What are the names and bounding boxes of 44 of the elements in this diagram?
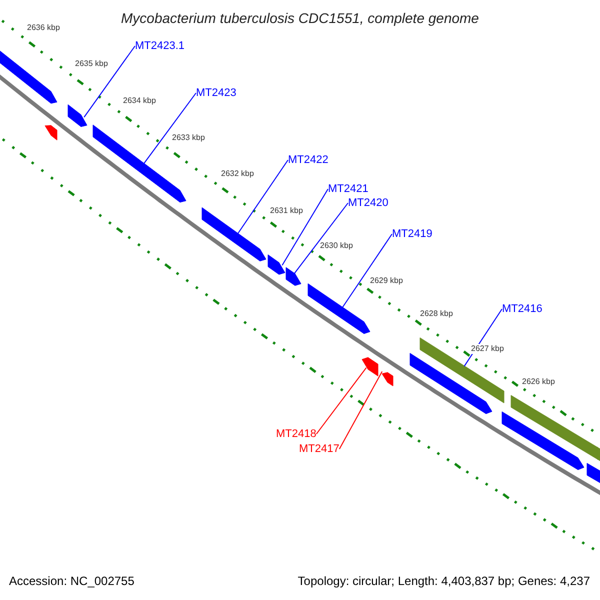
- leader-line: [84, 46, 136, 118]
- gene-feature: [382, 372, 394, 386]
- scale-label: 2626 kbp: [522, 377, 555, 387]
- scale-label: 2636 kbp: [27, 23, 60, 33]
- gene-feature: [308, 283, 370, 334]
- diagram-title: Mycobacterium tuberculosis CDC1551, complete genome: [120, 10, 480, 26]
- gene-feature: [596, 446, 600, 462]
- leader-line: [338, 371, 383, 450]
- scale-label: 2629 kbp: [370, 276, 403, 286]
- gene-feature: [286, 267, 302, 286]
- leader-line: [316, 367, 367, 434]
- gene-label: MT2423: [196, 87, 236, 99]
- gene-feature: [68, 104, 88, 127]
- scale-label: 2633 kbp: [172, 133, 205, 143]
- scale-label: 2628 kbp: [420, 309, 453, 319]
- gene-feature: [420, 337, 504, 404]
- footer-text: Accession: NC_002755: [9, 575, 134, 587]
- gene-feature: [410, 352, 492, 414]
- scale-label: 2627 kbp: [471, 344, 504, 354]
- leader-line: [294, 202, 348, 274]
- gene-label: MT2420: [348, 197, 388, 209]
- scale-label: 2632 kbp: [221, 169, 254, 179]
- scale-label: 2634 kbp: [123, 96, 156, 106]
- gene-feature: [362, 357, 378, 376]
- gene-feature: [202, 207, 266, 262]
- gene-label: MT2416: [502, 303, 542, 315]
- gene-feature: [268, 254, 286, 275]
- leader-line: [282, 188, 328, 266]
- gene-feature: [586, 462, 600, 484]
- leader-line: [237, 160, 288, 234]
- gene-feature: [502, 411, 584, 470]
- footer-text: Topology: circular; Length: 4,403,837 bp; Genes: 4,237: [298, 575, 590, 587]
- gene-feature: [510, 395, 598, 460]
- gene-label: MT2418: [276, 428, 316, 440]
- gene-label: MT2417: [299, 443, 340, 455]
- leader-line: [342, 234, 392, 308]
- scale-label: 2630 kbp: [320, 241, 353, 251]
- leader-line: [143, 92, 196, 164]
- gene-label: MT2423.1: [135, 40, 185, 52]
- gene-label: MT2419: [392, 228, 432, 240]
- scale-label: 2635 kbp: [75, 59, 108, 69]
- gene-label: MT2422: [288, 154, 328, 166]
- gene-label: MT2421: [328, 183, 368, 195]
- gene-feature: [44, 125, 58, 140]
